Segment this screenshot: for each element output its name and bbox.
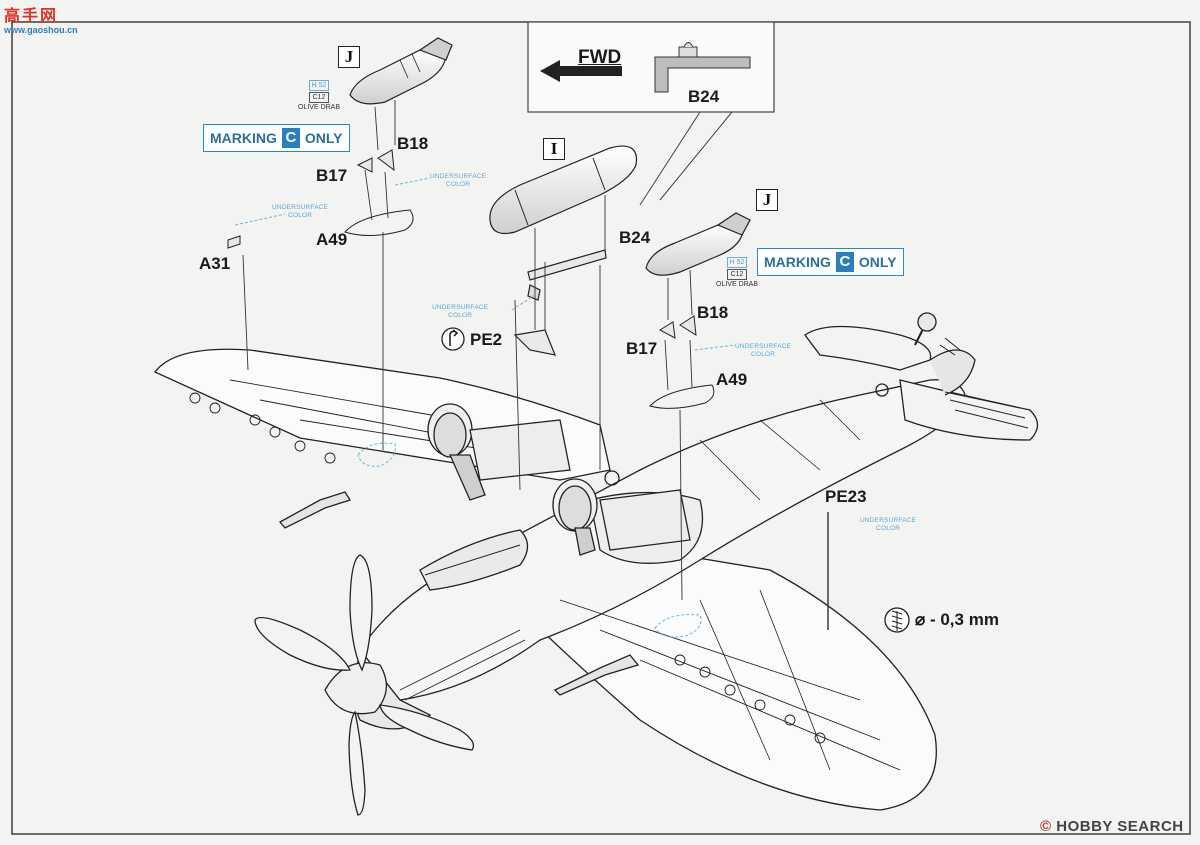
bomb-right <box>645 212 751 276</box>
color-c-code: C12 <box>726 269 748 280</box>
part-box-j-left: J <box>338 46 360 68</box>
part-box-i: I <box>543 138 565 160</box>
attach-marks <box>234 177 736 638</box>
color-name: OLIVE DRAB <box>298 104 341 111</box>
marking-c-only-right: MARKING C ONLY <box>757 248 904 276</box>
marking-post: ONLY <box>858 254 897 270</box>
arrow-left-icon <box>540 60 622 82</box>
fwd-label: FWD <box>578 47 622 68</box>
marking-c-only-left: MARKING C ONLY <box>203 124 350 152</box>
fwd-part-label: B24 <box>688 87 720 106</box>
part-box-j-right: J <box>756 189 778 211</box>
rotate-arrow-icon <box>441 327 465 351</box>
part-b18-right: B18 <box>697 303 729 322</box>
part-pe2: PE2 <box>470 330 503 349</box>
color-h-code: H 52 <box>726 257 748 268</box>
marking-pre: MARKING <box>210 130 277 146</box>
watermark-cn: 高手网 <box>4 8 59 25</box>
assembly-lines <box>242 100 829 630</box>
watermark-bottom: © HOBBY SEARCH <box>1040 818 1184 835</box>
watermark-top: 高手网 www.gaoshou.cn <box>4 2 78 35</box>
drill-icon <box>884 607 910 633</box>
marking-post: ONLY <box>304 130 343 146</box>
part-b24: B24 <box>619 228 651 247</box>
part-pe23: PE23 <box>825 487 867 506</box>
marking-letter: C <box>835 252 854 272</box>
color-c-code: C12 <box>308 92 330 103</box>
part-b18-left: B18 <box>397 134 429 153</box>
part-b17-left: B17 <box>316 166 348 185</box>
part-a49-right: A49 <box>716 370 748 389</box>
bomb-color-right: H 52 C12 OLIVE DRAB <box>716 257 758 289</box>
watermark-brand: HOBBY SEARCH <box>1056 818 1184 835</box>
drop-tank <box>489 145 638 356</box>
marking-letter: C <box>281 128 300 148</box>
color-name: OLIVE DRAB <box>716 281 759 288</box>
bomb-rack-right <box>649 315 715 409</box>
bomb-color-left: H 52 C12 OLIVE DRAB <box>298 80 340 112</box>
bomb-left <box>349 37 453 105</box>
drill-size: ⌀ - 0,3 mm <box>915 610 999 629</box>
part-b17-right: B17 <box>626 339 658 358</box>
color-h-code: H 52 <box>308 80 330 91</box>
bomb-rack-left <box>227 149 414 249</box>
part-a49-left: A49 <box>316 230 348 249</box>
watermark-symbol: © <box>1040 818 1052 835</box>
aircraft-underside <box>153 312 1039 816</box>
part-a31: A31 <box>199 254 231 273</box>
marking-pre: MARKING <box>764 254 831 270</box>
watermark-url: www.gaoshou.cn <box>4 25 78 35</box>
